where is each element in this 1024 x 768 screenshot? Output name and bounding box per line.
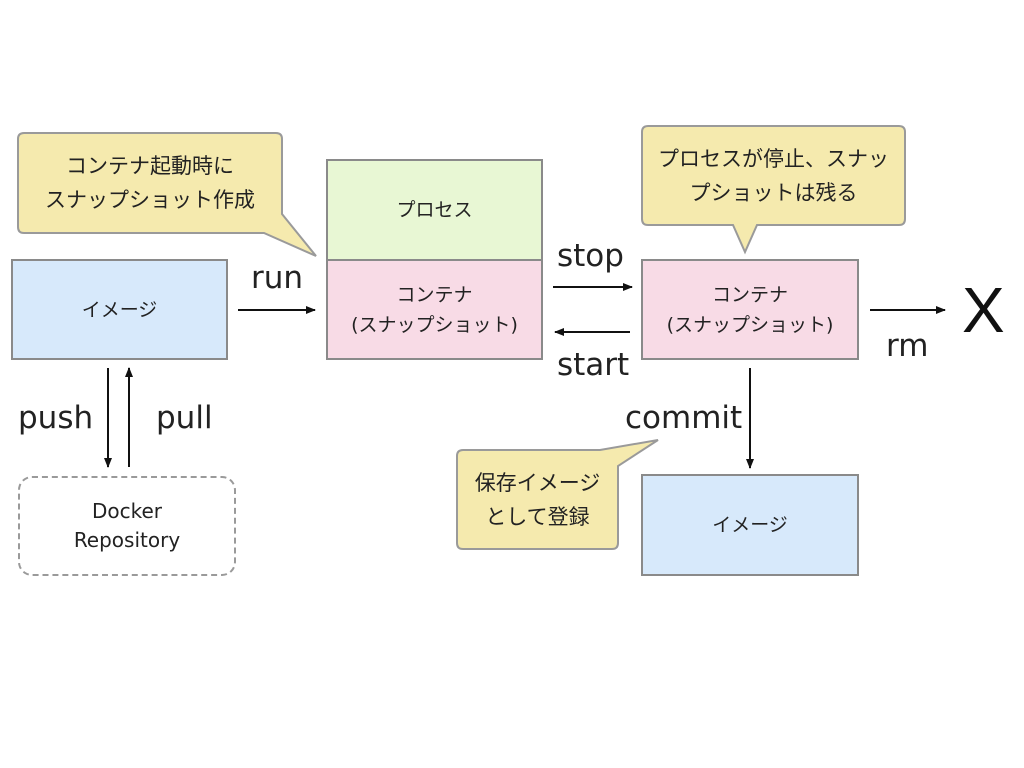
- container-box-sublabel: (スナップショット): [351, 313, 518, 336]
- container-box-label: コンテナ: [396, 283, 473, 306]
- container-box-left: コンテナ (スナップショット): [326, 259, 543, 360]
- repository-label: Docker: [91, 499, 163, 523]
- callout-bubble-process-stop: [641, 125, 906, 255]
- image-box-left: イメージ: [11, 259, 228, 360]
- start-label: start: [557, 347, 630, 383]
- stop-label: stop: [557, 238, 624, 274]
- container-box-label: コンテナ: [711, 283, 788, 306]
- image-box-label: イメージ: [81, 298, 158, 321]
- repository-sublabel: Repository: [73, 528, 181, 552]
- image-box-label: イメージ: [712, 514, 788, 536]
- callout-save-image: 保存イメージ として登録: [457, 466, 618, 534]
- process-box: プロセス: [326, 159, 543, 261]
- removed-mark: X: [962, 274, 1005, 346]
- callout-line: スナップショット作成: [45, 188, 255, 212]
- container-box-right: コンテナ (スナップショット): [641, 259, 859, 360]
- callout-snapshot-on-start: コンテナ起動時に スナップショット作成: [18, 149, 282, 217]
- image-box-bottom: イメージ: [641, 474, 859, 576]
- callout-bubble-save-image: [456, 439, 659, 550]
- docker-repository-box: Docker Repository: [18, 476, 236, 576]
- commit-label: commit: [625, 400, 743, 436]
- process-box-label: プロセス: [396, 199, 473, 221]
- callout-process-stop: プロセスが停止、スナッ プショットは残る: [642, 142, 905, 210]
- callout-line: プショットは残る: [689, 181, 858, 205]
- rm-label: rm: [886, 328, 929, 364]
- pull-label: pull: [156, 400, 213, 436]
- callout-bubble-snapshot: [17, 132, 317, 257]
- container-box-sublabel: (スナップショット): [666, 313, 834, 336]
- callout-line: として登録: [485, 505, 590, 529]
- callout-line: コンテナ起動時に: [66, 154, 234, 178]
- push-label: push: [18, 400, 94, 436]
- run-label: run: [251, 260, 304, 296]
- callout-line: プロセスが停止、スナッ: [658, 147, 889, 171]
- callout-line: 保存イメージ: [474, 471, 601, 495]
